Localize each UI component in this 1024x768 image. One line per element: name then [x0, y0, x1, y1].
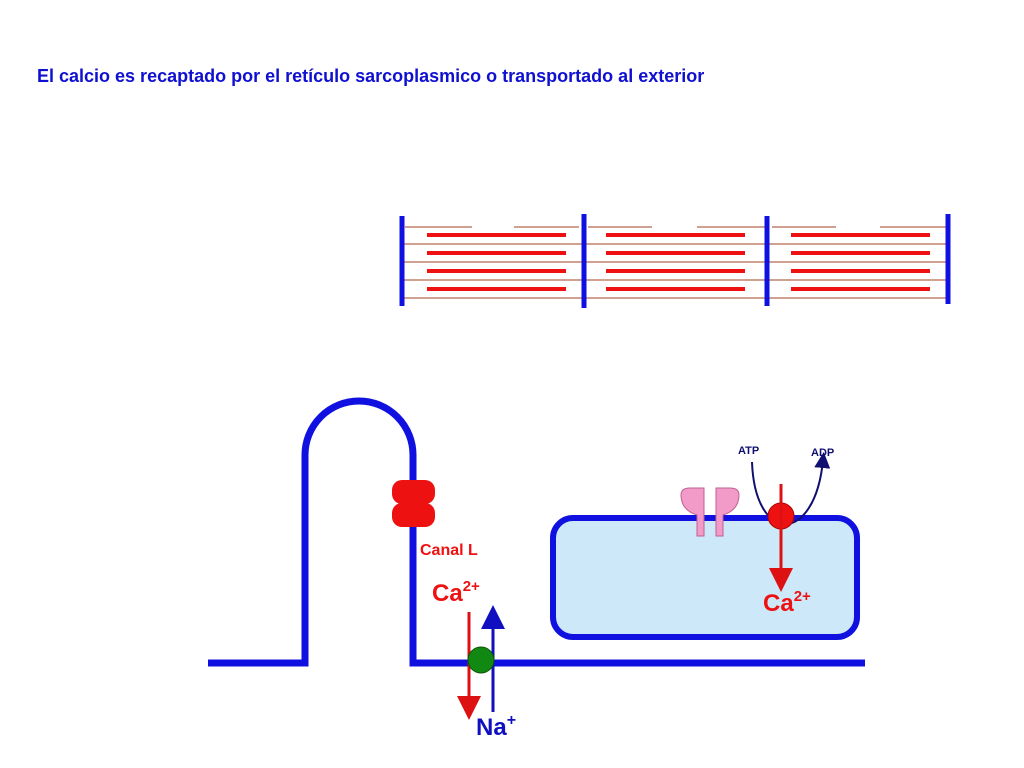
na-label: Na+ [476, 712, 516, 741]
na-ca-exchanger [467, 646, 495, 674]
atp-label: ATP [738, 445, 759, 457]
ca-base: Ca [432, 580, 463, 607]
canal-l-label: Canal L [420, 542, 478, 559]
l-type-channel [392, 480, 435, 527]
na-base: Na [476, 714, 507, 741]
ca-base: Ca [763, 590, 794, 617]
cell-membrane [208, 397, 865, 667]
sarcoplasmic-reticulum [550, 515, 860, 640]
page-title: El calcio es recaptado por el retículo s… [37, 66, 705, 86]
ca-label-right: Ca2+ [763, 588, 811, 617]
na-charge: + [507, 712, 516, 729]
ca-charge: 2+ [794, 588, 811, 605]
sarcomere [399, 214, 951, 308]
ca-label-left: Ca2+ [432, 578, 480, 607]
adp-label: ADP [811, 447, 834, 459]
ca-charge: 2+ [463, 578, 480, 595]
ryanodine-receptor [680, 487, 740, 537]
